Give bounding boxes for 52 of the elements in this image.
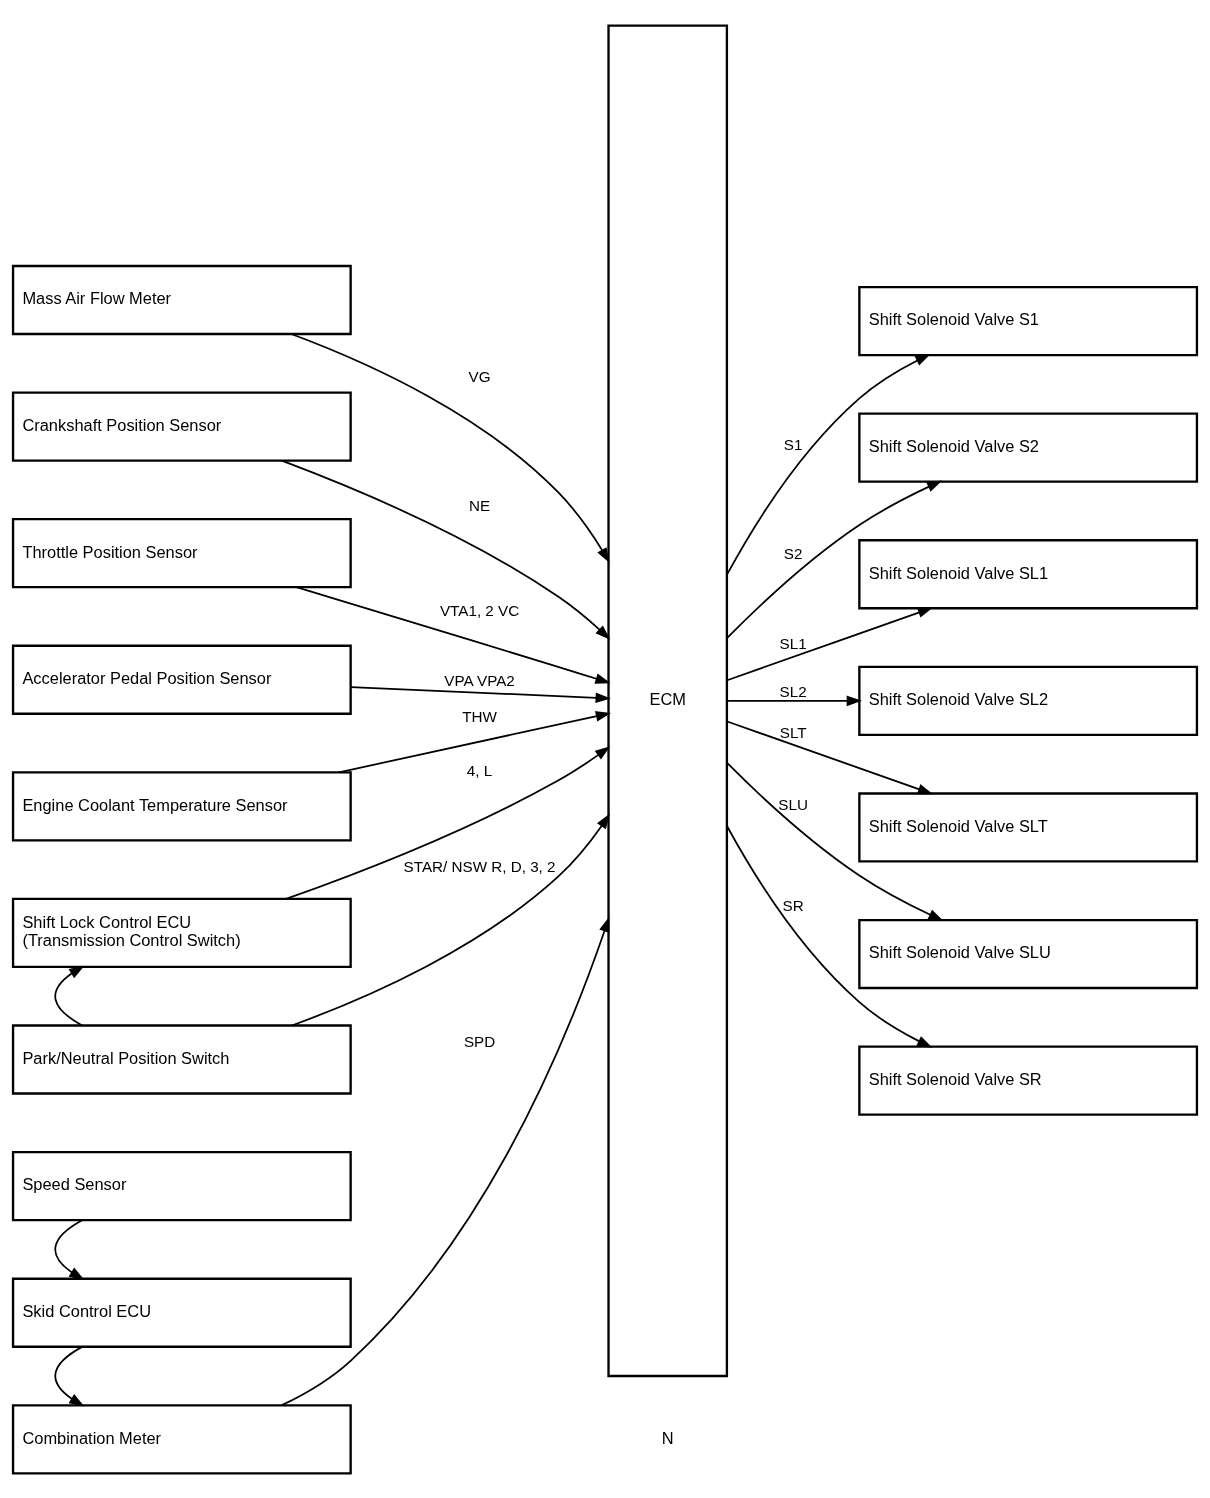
edge-label: 4, L xyxy=(466,761,493,779)
edge-label: STAR/ NSW R, D, 3, 2 xyxy=(403,857,556,875)
node-box: Throttle Position Sensor xyxy=(11,517,352,588)
node-box: Speed Sensor xyxy=(11,1150,352,1221)
arrow xyxy=(726,353,931,575)
arrow xyxy=(285,745,611,900)
edge-label: SPD xyxy=(463,1032,496,1050)
edge-label: SR xyxy=(782,896,804,914)
node-box: Shift Solenoid Valve SL2 xyxy=(858,665,1199,736)
node-box: Accelerator Pedal Position Sensor xyxy=(11,644,352,715)
arrow xyxy=(290,332,610,563)
arrow xyxy=(280,459,611,640)
arrow xyxy=(281,916,610,1406)
arrow xyxy=(726,761,944,921)
node-box: Shift Solenoid Valve SLU xyxy=(858,918,1199,989)
edge-label: VPA VPA2 xyxy=(444,671,515,689)
edge-label: S1 xyxy=(783,435,803,453)
arrow xyxy=(726,606,934,681)
node-box: Mass Air Flow Meter xyxy=(11,264,352,335)
edge-label: NE xyxy=(469,496,491,514)
node-box: Shift Solenoid Valve SR xyxy=(858,1044,1199,1116)
node-box: Shift Solenoid Valve S1 xyxy=(858,285,1199,356)
node-box: Shift Solenoid Valve SL1 xyxy=(858,538,1199,609)
edge-label: SL2 xyxy=(779,682,807,700)
arrow xyxy=(54,965,85,1026)
edge-label: SL1 xyxy=(779,634,807,652)
node-box: Shift Solenoid Valve S2 xyxy=(858,412,1199,483)
node-box: Park/Neutral Position Switch xyxy=(11,1023,352,1095)
node-box: Combination Meter xyxy=(11,1403,352,1474)
edge-label: SLT xyxy=(779,723,807,741)
arrow xyxy=(291,813,610,1026)
arrow xyxy=(726,824,933,1048)
edge-label: VG xyxy=(468,368,491,385)
arrow xyxy=(54,1218,85,1280)
node-box: Crankshaft Position Sensor xyxy=(11,390,352,462)
node-box: ECM xyxy=(607,24,729,1377)
arrow xyxy=(54,1345,85,1407)
arrow xyxy=(295,585,611,684)
arrow xyxy=(726,695,862,706)
node-box: Shift Solenoid Valve SLT xyxy=(858,791,1199,863)
label: N xyxy=(661,1428,674,1447)
edge-label: VTA1, 2 VC xyxy=(439,601,520,619)
arrow xyxy=(726,720,934,794)
node-box: Shift Lock Control ECU (Transmission Control Switch) xyxy=(11,897,352,968)
arrow xyxy=(726,480,943,639)
edge-label: THW xyxy=(462,707,497,725)
edge-label: SLU xyxy=(778,795,808,813)
arrow xyxy=(338,710,612,773)
edge-label: S2 xyxy=(783,544,803,562)
node-box: Skid Control ECU xyxy=(11,1277,352,1348)
arrow xyxy=(349,685,611,703)
node-box: Engine Coolant Temperature Sensor xyxy=(11,770,352,841)
